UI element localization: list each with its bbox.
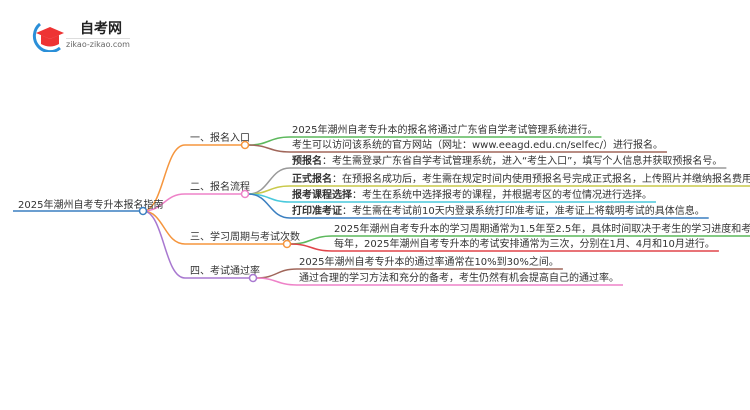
logo-name: 自考网: [80, 21, 122, 37]
branch-node-icon[interactable]: [240, 189, 250, 199]
leaf-connector: [248, 144, 291, 153]
root-node-icon[interactable]: [138, 206, 148, 216]
leaf-connector: [256, 268, 298, 279]
branch-connector: [142, 210, 186, 245]
leaf-body: 通过合理的学习方法和充分的备考，考生仍然有机会提高自己的通过率。: [299, 271, 619, 284]
logo-url: zikao-zikao.com: [66, 38, 130, 49]
branch-label: 二、报名流程: [190, 180, 250, 193]
leaf-body: ：考生需登录广东省自学考试管理系统，进入“考生入口”，填写个人信息并获取预报名号…: [322, 154, 722, 167]
leaf-body: 2025年潮州自考专升本的学习周期通常为1.5年至2.5年，具体时间取决于考生的…: [334, 222, 750, 235]
leaf-text: 考生可以访问该系统的官方网站（网址：www.eeagd.edu.cn/selfe…: [292, 138, 663, 151]
leaf-text: 正式报名：在预报名成功后，考生需在规定时间内使用预报名号完成正式报名，上传照片并…: [292, 172, 750, 185]
branch-label: 三、学习周期与考试次数: [190, 230, 300, 243]
leaf-connector: [248, 136, 291, 146]
leaf-body: 每年，2025年潮州自考专升本的考试安排通常为三次，分别在1月、4月和10月进行…: [334, 237, 715, 250]
leaf-text: 预报名：考生需登录广东省自学考试管理系统，进入“考生入口”，填写个人信息并获取预…: [292, 154, 722, 167]
branch-label: 四、考试通过率: [190, 264, 260, 277]
leaf-text: 每年，2025年潮州自考专升本的考试安排通常为三次，分别在1月、4月和10月进行…: [334, 237, 715, 250]
branch-node-icon[interactable]: [248, 273, 258, 283]
leaf-connector: [248, 193, 291, 219]
branch-connector: [142, 193, 186, 212]
leaf-text: 2025年潮州自考专升本的通过率通常在10%到30%之间。: [299, 255, 559, 268]
leaf-bold-label: 预报名: [292, 154, 322, 167]
branch-node-icon[interactable]: [282, 239, 292, 249]
leaf-connector: [256, 277, 298, 286]
branch-node-icon[interactable]: [240, 140, 250, 150]
leaf-text: 2025年潮州自考专升本的学习周期通常为1.5年至2.5年，具体时间取决于考生的…: [334, 222, 750, 235]
leaf-body: 2025年潮州自考专升本的报名将通过广东省自学考试管理系统进行。: [292, 123, 597, 136]
leaf-bold-label: 正式报名: [292, 172, 332, 185]
leaf-text: 报考课程选择：考生在系统中选择报考的课程，并根据考区的考位情况进行选择。: [292, 188, 652, 201]
leaf-text: 通过合理的学习方法和充分的备考，考生仍然有机会提高自己的通过率。: [299, 271, 619, 284]
graduation-cap-logo-icon: [32, 22, 64, 52]
leaf-bold-label: 打印准考证: [292, 204, 342, 217]
leaf-body: ：在预报名成功后，考生需在规定时间内使用预报名号完成正式报名，上传照片并缴纳报名…: [332, 172, 750, 185]
leaf-connector: [290, 243, 333, 252]
leaf-text: 2025年潮州自考专升本的报名将通过广东省自学考试管理系统进行。: [292, 123, 597, 136]
logo: 自考网 zikao-zikao.com: [30, 18, 140, 54]
leaf-body: 2025年潮州自考专升本的通过率通常在10%到30%之间。: [299, 255, 559, 268]
leaf-body: 考生可以访问该系统的官方网站（网址：www.eeagd.edu.cn/selfe…: [292, 138, 663, 151]
leaf-body: ：考生在系统中选择报考的课程，并根据考区的考位情况进行选择。: [352, 188, 652, 201]
branch-label: 一、报名入口: [190, 131, 250, 144]
leaf-text: 打印准考证：考生需在考试前10天内登录系统打印准考证，准考证上将载明考试的具体信…: [292, 204, 705, 217]
branch-connector: [142, 144, 186, 212]
branch-connector: [142, 210, 186, 279]
root-label: 2025年潮州自考专升本报名指南: [18, 198, 163, 211]
leaf-body: ：考生需在考试前10天内登录系统打印准考证，准考证上将载明考试的具体信息。: [342, 204, 705, 217]
leaf-bold-label: 报考课程选择: [292, 188, 353, 201]
